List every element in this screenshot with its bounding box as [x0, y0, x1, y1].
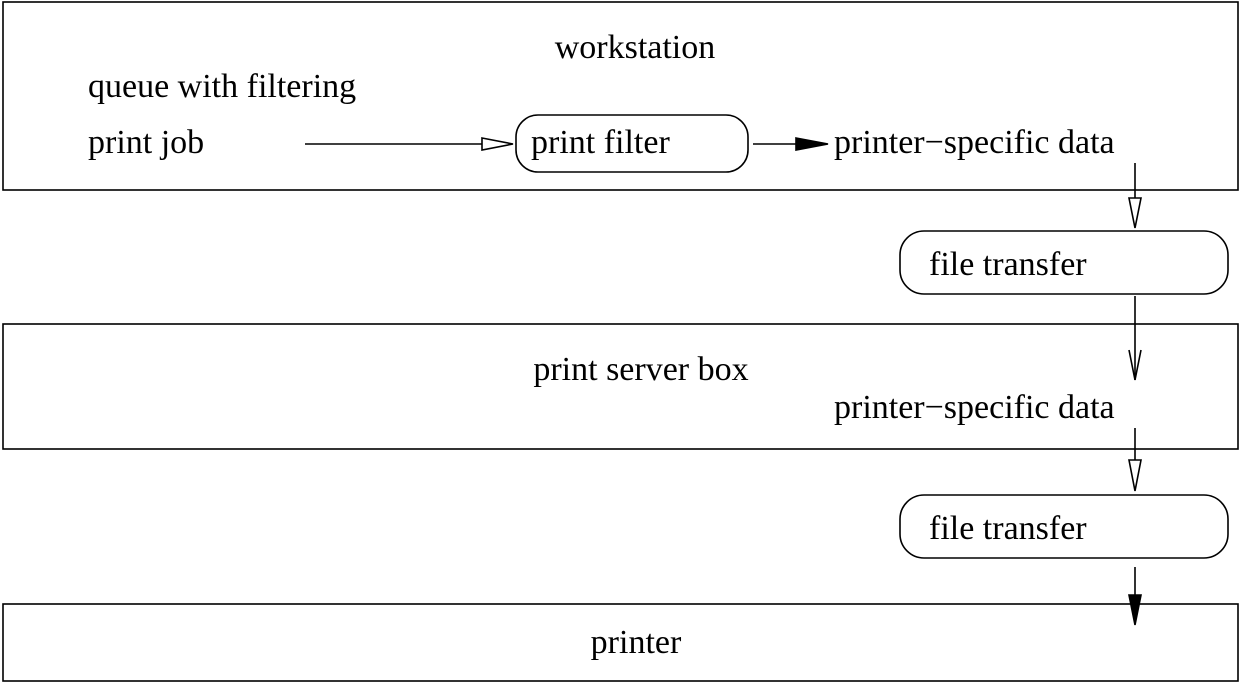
workstation-title: workstation: [555, 29, 716, 66]
file-transfer-1-label: file transfer: [929, 246, 1087, 283]
print-filter-label: print filter: [531, 124, 670, 161]
file-transfer-1-box: [899, 230, 1229, 295]
print-filter-box: [515, 114, 749, 173]
transfer1-to-server-arrowhead: [1128, 349, 1142, 381]
print-job-to-filter-arrowhead: [481, 137, 514, 151]
printer-box: [2, 603, 1239, 682]
print-server-box: [2, 323, 1239, 450]
printer-title: printer: [591, 624, 682, 661]
transfer2-to-printer-arrowhead: [1128, 594, 1142, 626]
filter-to-data-arrowhead: [795, 137, 829, 151]
print-server-title: print server box: [533, 351, 748, 388]
file-transfer-2-box: [899, 494, 1229, 559]
print-server-data-label: printer−specific data: [834, 389, 1115, 426]
file-transfer-2-label: file transfer: [929, 510, 1087, 547]
workstation-output-data-label: printer−specific data: [834, 124, 1115, 161]
workstation-box: [2, 1, 1239, 191]
queue-with-filtering-label: queue with filtering: [88, 68, 356, 105]
server-to-transfer2-arrowhead: [1128, 459, 1142, 492]
data-to-transfer1-arrowhead: [1128, 197, 1142, 229]
print-job-label: print job: [88, 124, 204, 161]
